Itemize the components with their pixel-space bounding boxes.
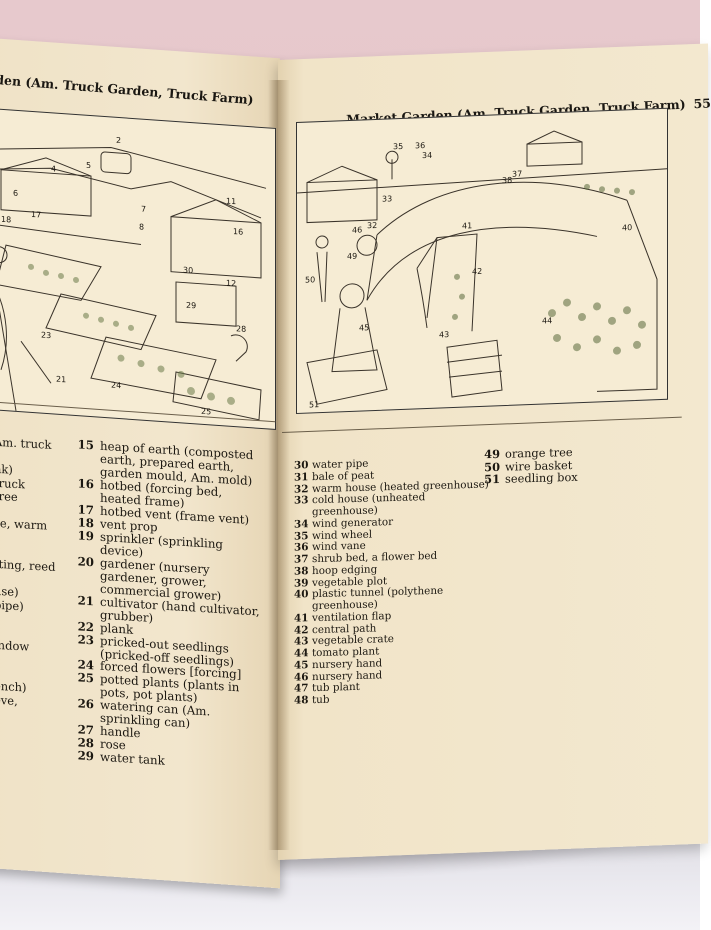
illustration-callout-number: 28 [236,324,246,334]
legend-number: 15 [77,437,94,453]
illustration-callout-number: 7 [141,205,146,214]
illustration-callout-number: 41 [462,221,472,230]
illustration-callout-number: 8 [139,222,144,231]
illustration-callout-number: 33 [382,194,392,203]
illustration-callout-number: 16 [233,227,243,237]
illustration-callout-number: 29 [186,301,196,311]
illustration-callout-number: 4 [51,164,56,173]
illustration-callout-number: 24 [111,380,121,390]
page-number: 55 [693,95,711,112]
illustration-callout-number: 17 [31,210,41,220]
illustration-callout-number: 43 [439,330,449,339]
illustration-callout-number: 23 [41,331,51,341]
legend-number: 20 [77,554,94,570]
illustration-callout-number: 42 [472,267,482,276]
legend-number: 29 [77,748,94,764]
illustration-callout-number: 32 [367,221,377,230]
illustration-callout-number: 5 [86,161,91,170]
illustration-callout-number: 2 [116,136,121,145]
illustration-callout-number: 46 [352,225,362,234]
illustration-callout-number: 12 [226,279,236,289]
legend-number: 48 [294,694,309,707]
illustration-callout-number: 18 [1,215,11,225]
illustration-callout-number: 38 [502,176,512,185]
illustration-callout-number: 50 [305,275,315,284]
illustration-callout-number: 36 [415,141,425,150]
illustration-callout-number: 21 [56,375,66,385]
illustration-callout-number: 6 [13,189,18,198]
legend-number: 23 [77,631,94,647]
illustration-callout-number: 44 [542,316,552,325]
legend-number: 16 [77,476,94,492]
legend-number: 19 [77,528,94,544]
legend-number: 33 [294,494,309,507]
illustration-callout-number: 51 [309,400,319,409]
illustration-callout-number: 37 [512,169,522,178]
legend-number: 40 [294,588,309,601]
illustration-callout-number: 34 [422,151,432,160]
illustration-callout-number: 25 [201,407,211,417]
illustration-callout-number: 40 [622,223,632,232]
legend-number: 51 [484,471,500,487]
illustration-callout-number: 11 [226,197,236,207]
illustration-callout-number: 49 [347,252,357,261]
legend-number: 25 [77,670,94,686]
legend-number: 21 [77,593,94,609]
illustration-callout-number: 45 [359,323,369,332]
illustration-callout-number: 35 [393,142,403,151]
legend-number: 26 [77,696,94,712]
illustration-callout-number: 30 [183,266,193,276]
